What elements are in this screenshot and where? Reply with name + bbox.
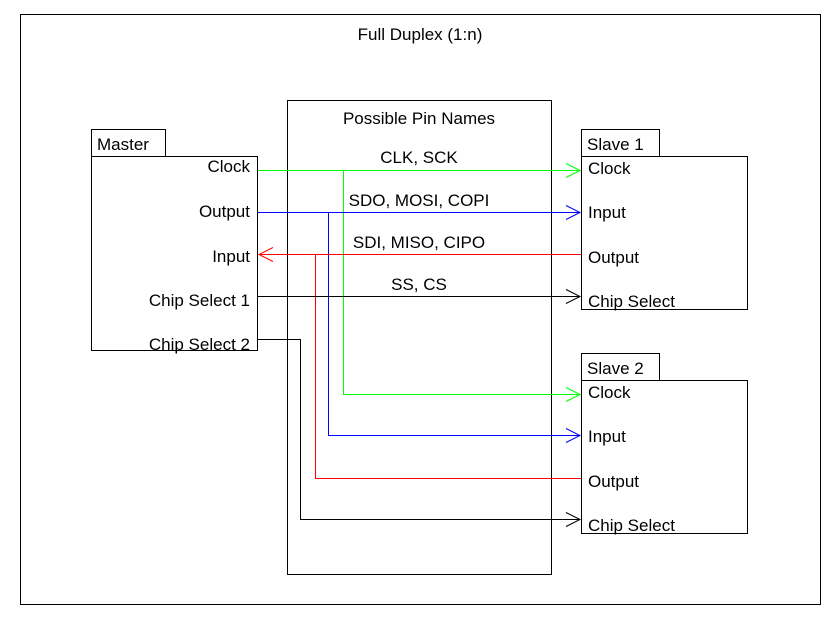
- signal-label-cs: SS, CS: [391, 275, 447, 294]
- slave2-pin-cs: Chip Select: [588, 516, 675, 535]
- master-box: [91, 156, 258, 351]
- mosi-arrow-slave2: [565, 428, 582, 443]
- signal-label-mosi: SDO, MOSI, COPI: [349, 191, 490, 210]
- miso-wires: [257, 247, 581, 479]
- diagram-title: Full Duplex (1:n): [358, 25, 483, 44]
- cs2-wire: [258, 339, 580, 520]
- slave2-box: [581, 380, 748, 534]
- slave1-box: [581, 156, 748, 310]
- miso-wire-slave2: [315, 254, 581, 479]
- master-pin-cs1: Chip Select 1: [149, 291, 250, 310]
- signal-label-clock: CLK, SCK: [380, 148, 458, 167]
- slave1-pin-input: Input: [588, 203, 626, 222]
- pin-names-title: Possible Pin Names: [343, 109, 495, 128]
- clock-wire-slave2: [343, 170, 580, 395]
- mosi-wire-slave2: [328, 212, 580, 436]
- master-pin-output: Output: [199, 202, 250, 221]
- cs-wires: [258, 289, 582, 527]
- clock-arrow-slave1: [565, 163, 582, 178]
- cs2-arrow: [565, 512, 582, 527]
- slave1-pin-cs: Chip Select: [588, 292, 675, 311]
- outer-frame: [20, 14, 821, 605]
- cs1-arrow: [565, 289, 582, 304]
- slave2-title: Slave 2: [587, 359, 644, 378]
- clock-wires: [258, 163, 582, 402]
- pin-names-box: [287, 100, 552, 575]
- slave1-title: Slave 1: [587, 135, 644, 154]
- slave2-pin-output: Output: [588, 472, 639, 491]
- slave2-pin-clock: Clock: [588, 383, 631, 402]
- master-pin-cs2: Chip Select 2: [149, 335, 250, 354]
- slave1-pin-clock: Clock: [588, 159, 631, 178]
- master-pin-input: Input: [212, 247, 250, 266]
- miso-arrow-master: [257, 247, 274, 262]
- mosi-arrow-slave1: [565, 205, 582, 220]
- slave2-pin-input: Input: [588, 427, 626, 446]
- master-pin-clock: Clock: [207, 157, 250, 176]
- mosi-wires: [258, 205, 582, 443]
- master-title: Master: [97, 135, 149, 154]
- clock-arrow-slave2: [565, 387, 582, 402]
- slave2-tab: [581, 353, 660, 381]
- slave1-pin-output: Output: [588, 248, 639, 267]
- signal-label-miso: SDI, MISO, CIPO: [353, 233, 485, 252]
